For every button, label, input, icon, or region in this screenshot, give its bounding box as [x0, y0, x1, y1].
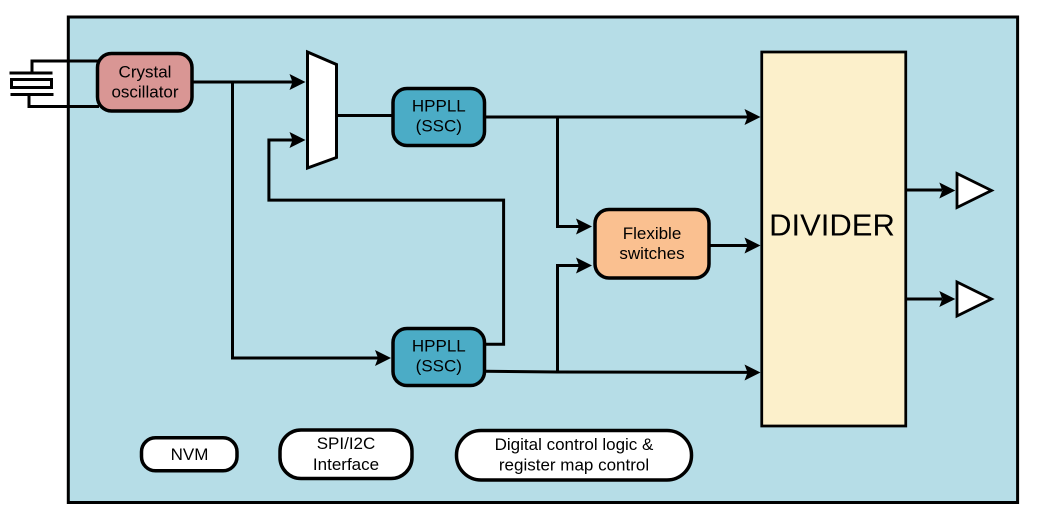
svg-text:(SSC): (SSC)	[416, 357, 462, 376]
svg-text:DIVIDER: DIVIDER	[769, 208, 895, 243]
svg-text:NVM: NVM	[171, 445, 209, 464]
svg-text:HPPLL: HPPLL	[412, 337, 466, 356]
svg-text:switches: switches	[619, 244, 684, 263]
svg-text:(SSC): (SSC)	[416, 117, 462, 136]
svg-text:HPPLL: HPPLL	[412, 97, 466, 116]
svg-text:Interface: Interface	[313, 455, 379, 474]
svg-text:register map control: register map control	[499, 456, 649, 475]
svg-text:oscillator: oscillator	[111, 83, 178, 102]
svg-text:Digital control logic &: Digital control logic &	[495, 435, 654, 454]
svg-text:SPI/I2C: SPI/I2C	[317, 434, 376, 453]
svg-text:Flexible: Flexible	[623, 224, 682, 243]
svg-text:Crystal: Crystal	[119, 63, 172, 82]
